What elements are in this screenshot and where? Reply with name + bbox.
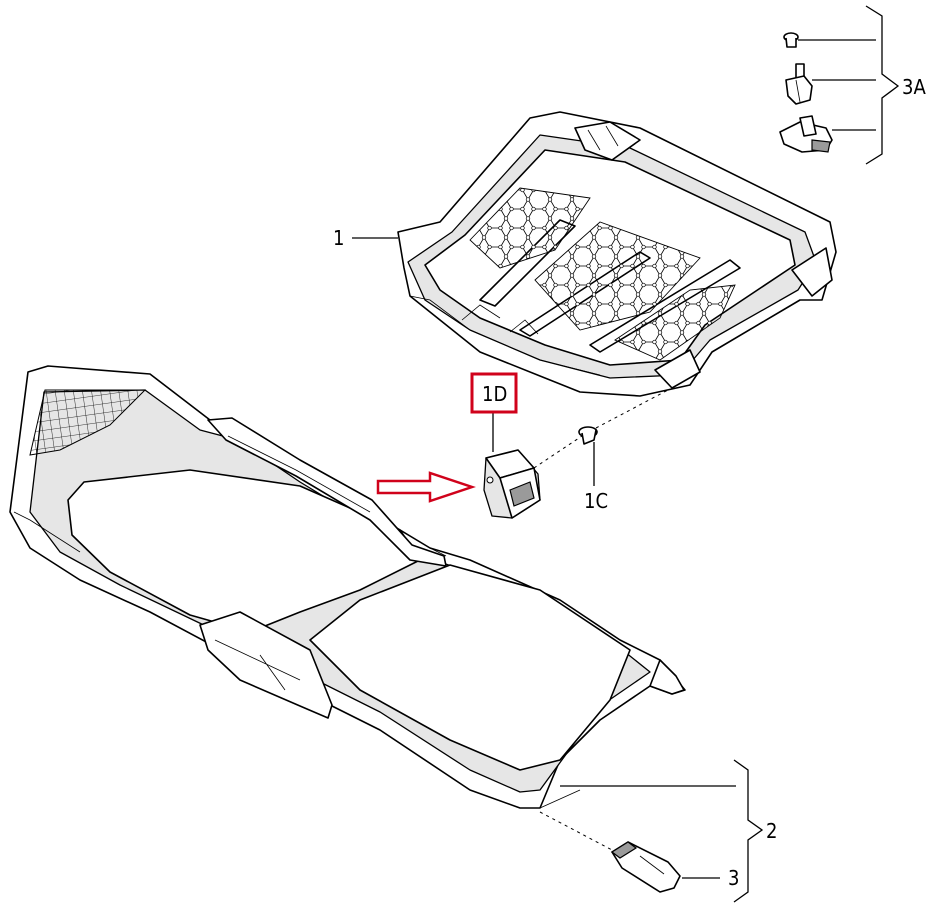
bolt-1c	[578, 426, 598, 445]
fastener-base-clip	[779, 115, 833, 153]
clip-part-3	[610, 841, 681, 893]
callout-lines	[352, 5, 900, 903]
fastener-pin-clip	[785, 63, 813, 105]
retainer-frame-part	[9, 365, 686, 809]
callout-part-3: 3	[728, 866, 739, 890]
fastener-screw-small	[783, 32, 799, 48]
highlight-arrow	[376, 471, 476, 503]
highlight-box	[470, 372, 518, 414]
callout-part-1: 1	[333, 226, 344, 250]
callout-part-1c: 1C	[584, 489, 608, 513]
bracket-1d	[483, 449, 541, 519]
callout-part-3a: 3A	[902, 75, 926, 99]
callout-part-2: 2	[766, 819, 777, 843]
seat-tray-part	[397, 111, 837, 397]
callout-part-1d: 1D	[482, 382, 507, 406]
